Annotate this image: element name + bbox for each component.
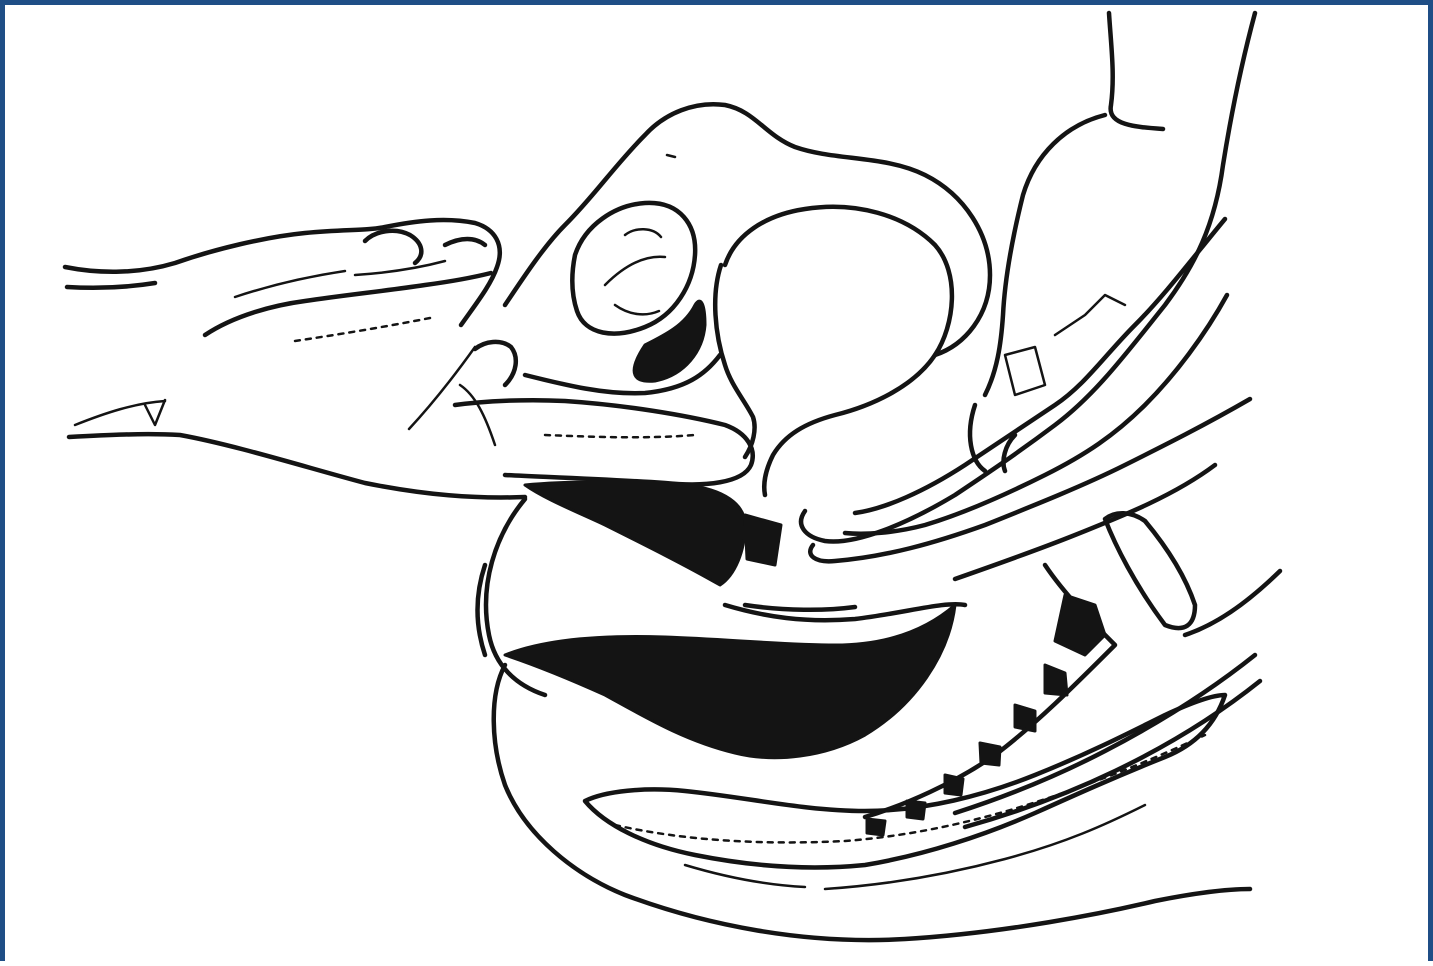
upper-organ [505, 104, 990, 393]
anatomical-illustration [5, 5, 1433, 966]
shaded-regions [505, 482, 955, 758]
posterior-structures [801, 13, 1255, 579]
inserted-finger [409, 342, 753, 485]
hand [65, 220, 525, 497]
